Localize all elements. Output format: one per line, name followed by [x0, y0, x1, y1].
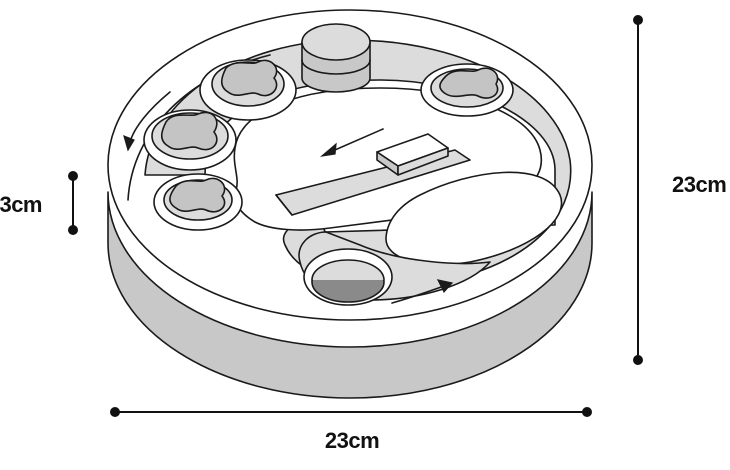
treat-pod-1 — [199, 59, 297, 121]
bone-cover-icon[interactable] — [220, 59, 278, 97]
treat-hole[interactable] — [303, 248, 393, 306]
height-label: 3cm — [0, 192, 42, 217]
slider-knob[interactable] — [376, 133, 449, 176]
treat-pod-2 — [143, 109, 237, 171]
bone-cover-icon[interactable] — [160, 111, 218, 151]
toy-side-wall — [107, 191, 593, 399]
bone-cover-icon[interactable] — [439, 67, 499, 99]
width-dimension: 23cm — [110, 407, 592, 453]
slide-direction-arrow-icon — [320, 128, 384, 157]
sliding-lid[interactable] — [385, 171, 563, 266]
curved-arrow-left-icon — [123, 91, 171, 152]
curved-arrow-bottom-icon — [391, 279, 454, 304]
width-label: 23cm — [325, 428, 379, 453]
depth-label: 23cm — [672, 172, 726, 197]
puzzle-toy — [107, 9, 593, 399]
bone-cover-icon[interactable] — [169, 177, 226, 213]
depth-dimension: 23cm — [633, 15, 727, 365]
cylinder-peg[interactable] — [301, 23, 371, 93]
treat-pod-4 — [420, 63, 514, 117]
treat-pod-3 — [153, 173, 243, 231]
height-dimension: 3cm — [0, 171, 78, 235]
